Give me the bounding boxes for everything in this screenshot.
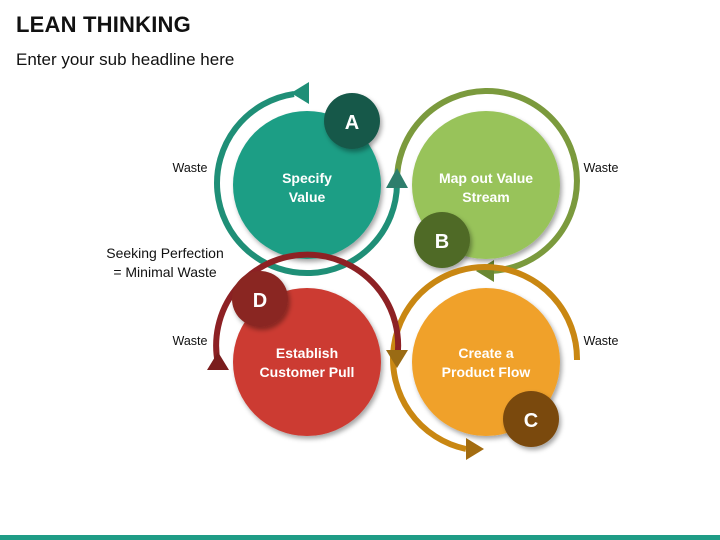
perfection-note-line1: Seeking Perfection: [106, 245, 224, 261]
step-b-label-line1: Map out Value: [439, 170, 533, 186]
step-c-ring-arc: [390, 264, 581, 452]
step-d-group: D Establish Customer Pull: [207, 251, 408, 436]
step-c-group: C Create a Product Flow: [390, 264, 581, 460]
step-a-label-line2: Value: [289, 189, 326, 205]
step-a-circle: [233, 111, 381, 259]
page-title: LEAN THINKING: [16, 12, 191, 37]
step-b-ring-arc: [393, 88, 580, 275]
perfection-note-line2: = Minimal Waste: [113, 264, 217, 280]
step-c-label-line2: Product Flow: [442, 364, 531, 380]
step-d-arrowhead: [207, 352, 229, 370]
step-b-arrowhead-top: [386, 168, 408, 188]
step-c-badge: [503, 391, 559, 447]
bottom-accent-bar: [0, 535, 720, 540]
step-d-ring-arc: [213, 251, 402, 365]
step-a-badge: [324, 93, 380, 149]
waste-label-top-left: Waste: [173, 161, 208, 175]
step-a-group: A Specify Value: [214, 82, 400, 277]
step-c-label-line1: Create a: [458, 345, 513, 361]
step-b-badge: [414, 212, 470, 268]
step-d-badge: [232, 271, 288, 327]
waste-label-top-right: Waste: [584, 161, 619, 175]
step-c-arrowhead-left: [386, 350, 408, 368]
page-subtitle: Enter your sub headline here: [16, 50, 235, 69]
step-a-label-line1: Specify: [282, 170, 332, 186]
step-b-group: B Map out Value Stream: [386, 88, 580, 282]
step-d-label-line2: Customer Pull: [260, 364, 355, 380]
waste-label-bottom-left: Waste: [173, 334, 208, 348]
step-a-ring-arc: [214, 91, 400, 277]
step-d-label-line1: Establish: [276, 345, 338, 361]
step-a-arrowhead: [291, 82, 309, 104]
step-c-letter: C: [524, 410, 538, 432]
step-b-arrowhead: [476, 260, 494, 282]
step-b-label-line2: Stream: [462, 189, 509, 205]
step-b-letter: B: [435, 231, 449, 253]
step-d-letter: D: [253, 290, 267, 312]
step-c-arrowhead: [466, 438, 484, 460]
step-a-letter: A: [345, 112, 359, 134]
waste-label-bottom-right: Waste: [584, 334, 619, 348]
